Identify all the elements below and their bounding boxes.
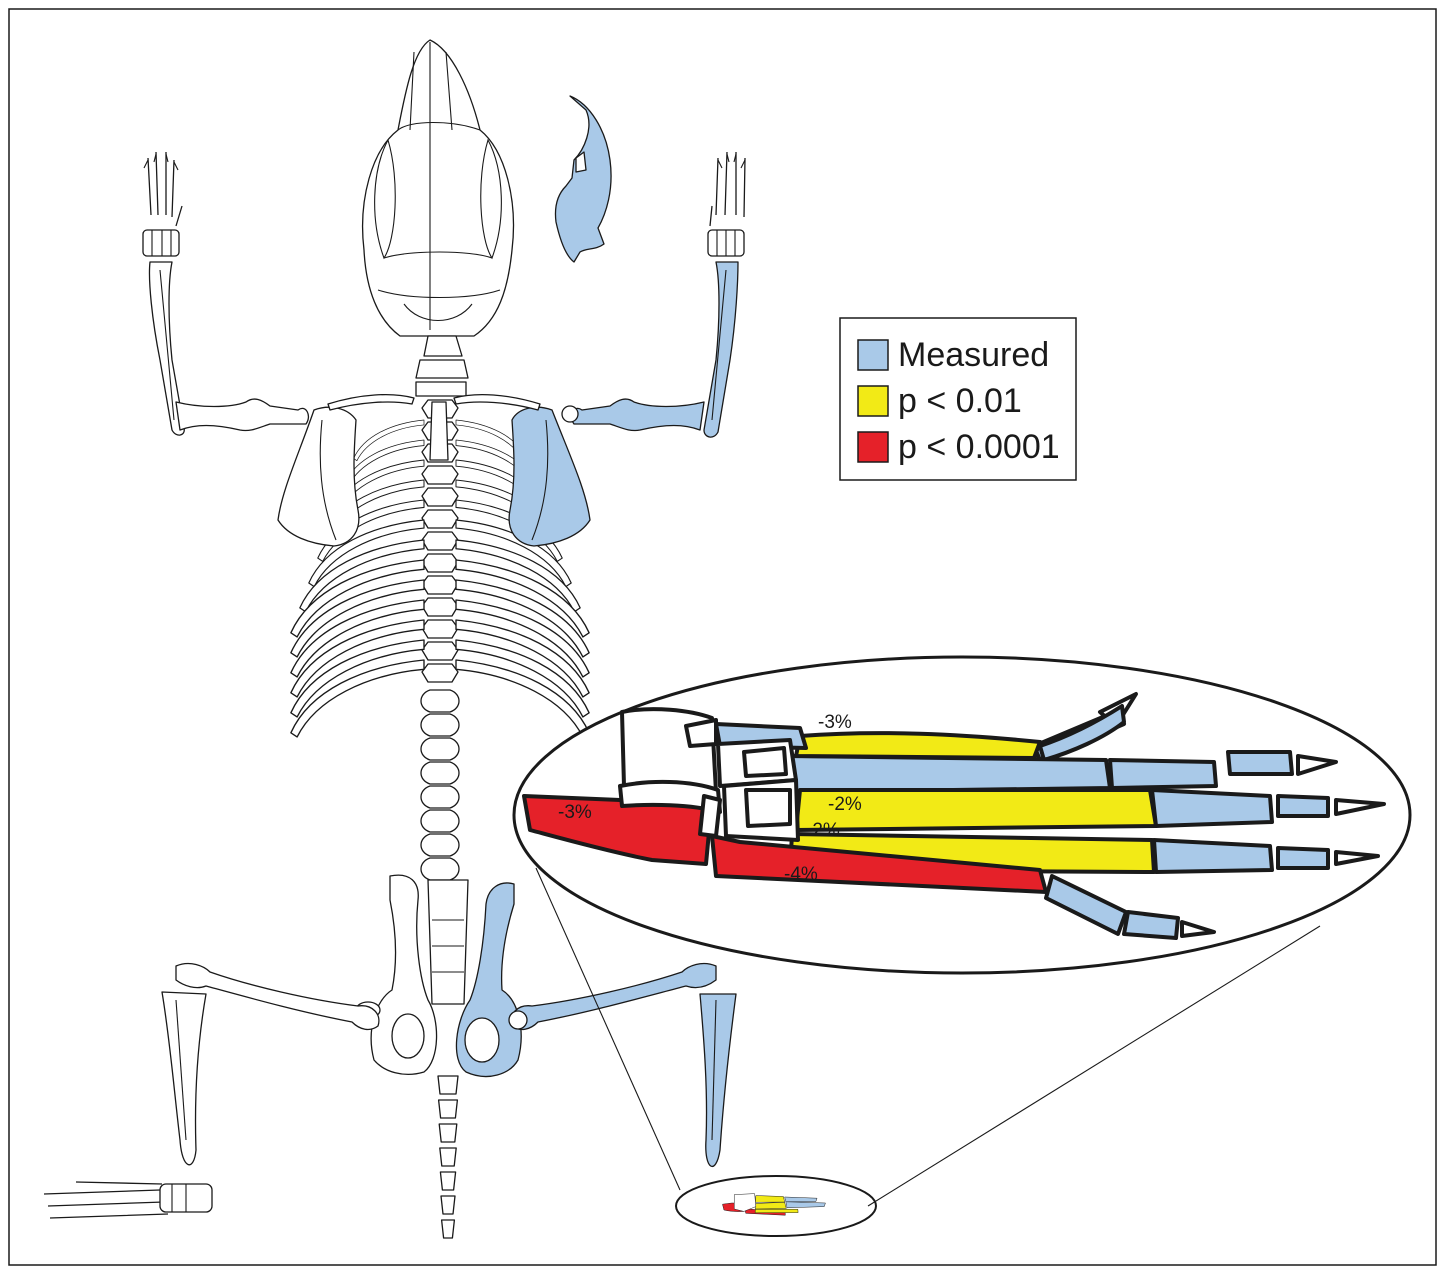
- legend-label-p001: p < 0.01: [898, 382, 1022, 420]
- pct-calcaneus: -3%: [558, 802, 592, 823]
- metatarsal-top-yellow: [796, 733, 1040, 758]
- lumbar-vertebra: [421, 834, 459, 856]
- tail-vertebra: [438, 1076, 458, 1094]
- tail-vertebrae: [438, 1076, 458, 1238]
- right-scapula: [509, 406, 590, 546]
- left-femur: [176, 964, 379, 1030]
- lumbar-vertebra: [421, 810, 459, 832]
- right-tibia: [700, 994, 736, 1166]
- thoracic-vertebra: [422, 598, 458, 616]
- right-forepaw-digits: [708, 152, 745, 256]
- skull: [363, 40, 514, 336]
- right-femur: [511, 964, 716, 1030]
- left-forelimb: [143, 152, 308, 435]
- foot-inset: [514, 657, 1410, 973]
- thoracic-vertebra: [422, 532, 458, 550]
- tail-vertebra: [442, 1220, 455, 1238]
- left-forepaw-digits: [143, 152, 182, 256]
- left-hindpaw: [44, 1182, 212, 1218]
- thoracic-vertebra: [422, 620, 458, 638]
- legend-swatch-p00001: [858, 432, 888, 462]
- sacrum: [428, 880, 468, 1004]
- thoracic-vertebra: [422, 488, 458, 506]
- lumbar-vertebra: [421, 738, 459, 760]
- right-clavicle: [454, 395, 540, 410]
- thoracic-vertebra: [422, 554, 458, 572]
- lumbar-vertebra: [421, 858, 459, 880]
- left-humerus: [176, 399, 308, 431]
- thoracic-vertebra: [422, 642, 458, 660]
- thoracic-vertebra: [422, 664, 458, 682]
- cervical-spine: [416, 336, 468, 396]
- legend-swatch-p001: [858, 386, 888, 416]
- left-clavicle: [328, 395, 414, 410]
- left-tibia: [162, 992, 206, 1165]
- thoracic-vertebra: [422, 576, 458, 594]
- pct-lower-metatarsal: -4%: [784, 864, 818, 885]
- left-pelvis: [356, 875, 437, 1074]
- lumbar-spine: [421, 690, 459, 880]
- tail-vertebra: [440, 1148, 456, 1166]
- small-foot-inset: [676, 1176, 876, 1236]
- lumbar-vertebra: [421, 714, 459, 736]
- right-humerus: [572, 399, 704, 431]
- thoracic-vertebra: [422, 466, 458, 484]
- thoracic-vertebra: [422, 510, 458, 528]
- pct-top-metatarsal: -3%: [818, 712, 852, 733]
- legend-label-p00001: p < 0.0001: [898, 428, 1060, 466]
- sternum: [430, 402, 448, 460]
- right-hindlimb: [509, 964, 736, 1167]
- legend-label-measured: Measured: [898, 336, 1049, 374]
- mandible: [555, 96, 611, 262]
- tail-vertebra: [441, 1196, 455, 1214]
- pct-middle-metatarsal-a: -2%: [828, 794, 862, 815]
- right-radius-ulna: [704, 262, 738, 437]
- lumbar-vertebra: [421, 762, 459, 784]
- legend-swatch-measured: [858, 340, 888, 370]
- rib-left: [354, 420, 424, 461]
- lumbar-vertebra: [421, 786, 459, 808]
- metatarsal-top-blue: [792, 756, 1110, 792]
- lumbar-vertebra: [421, 690, 459, 712]
- left-scapula: [278, 407, 359, 546]
- legend: Measured p < 0.01 p < 0.0001: [840, 318, 1076, 480]
- tail-vertebra: [439, 1100, 458, 1118]
- tail-vertebra: [440, 1172, 455, 1190]
- mandible-bone: [555, 96, 611, 262]
- left-hindlimb: [44, 964, 379, 1218]
- pct-middle-metatarsal-b: -2%: [806, 820, 840, 841]
- tail-vertebra: [439, 1124, 457, 1142]
